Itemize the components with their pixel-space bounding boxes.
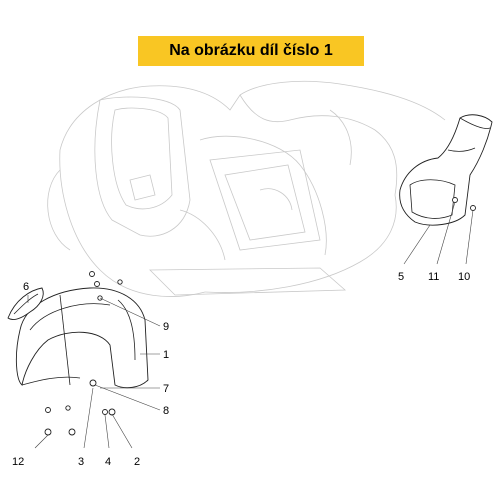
callout-3: 3 (78, 456, 84, 468)
callout-numbers: 1 2 3 4 5 6 7 8 9 10 11 12 (12, 271, 470, 468)
scooter-body-outline (47, 80, 446, 297)
callout-11: 11 (428, 271, 439, 283)
callout-6: 6 (23, 281, 29, 293)
part-number-banner: Na obrázku díl číslo 1 (138, 36, 364, 66)
callout-12: 12 (12, 456, 24, 468)
callout-4: 4 (105, 456, 111, 468)
callout-10: 10 (458, 271, 470, 283)
callout-1: 1 (163, 349, 169, 361)
callout-9: 9 (163, 321, 169, 333)
mudguard-trim (7, 287, 44, 321)
callout-7: 7 (163, 383, 169, 395)
front-mudguard (15, 287, 149, 389)
leader-lines (27, 201, 474, 449)
callout-8: 8 (163, 405, 169, 417)
callout-5: 5 (398, 271, 404, 283)
banner-text: Na obrázku díl číslo 1 (169, 42, 333, 59)
callout-2: 2 (134, 456, 140, 468)
rear-splash-guard (399, 114, 493, 226)
